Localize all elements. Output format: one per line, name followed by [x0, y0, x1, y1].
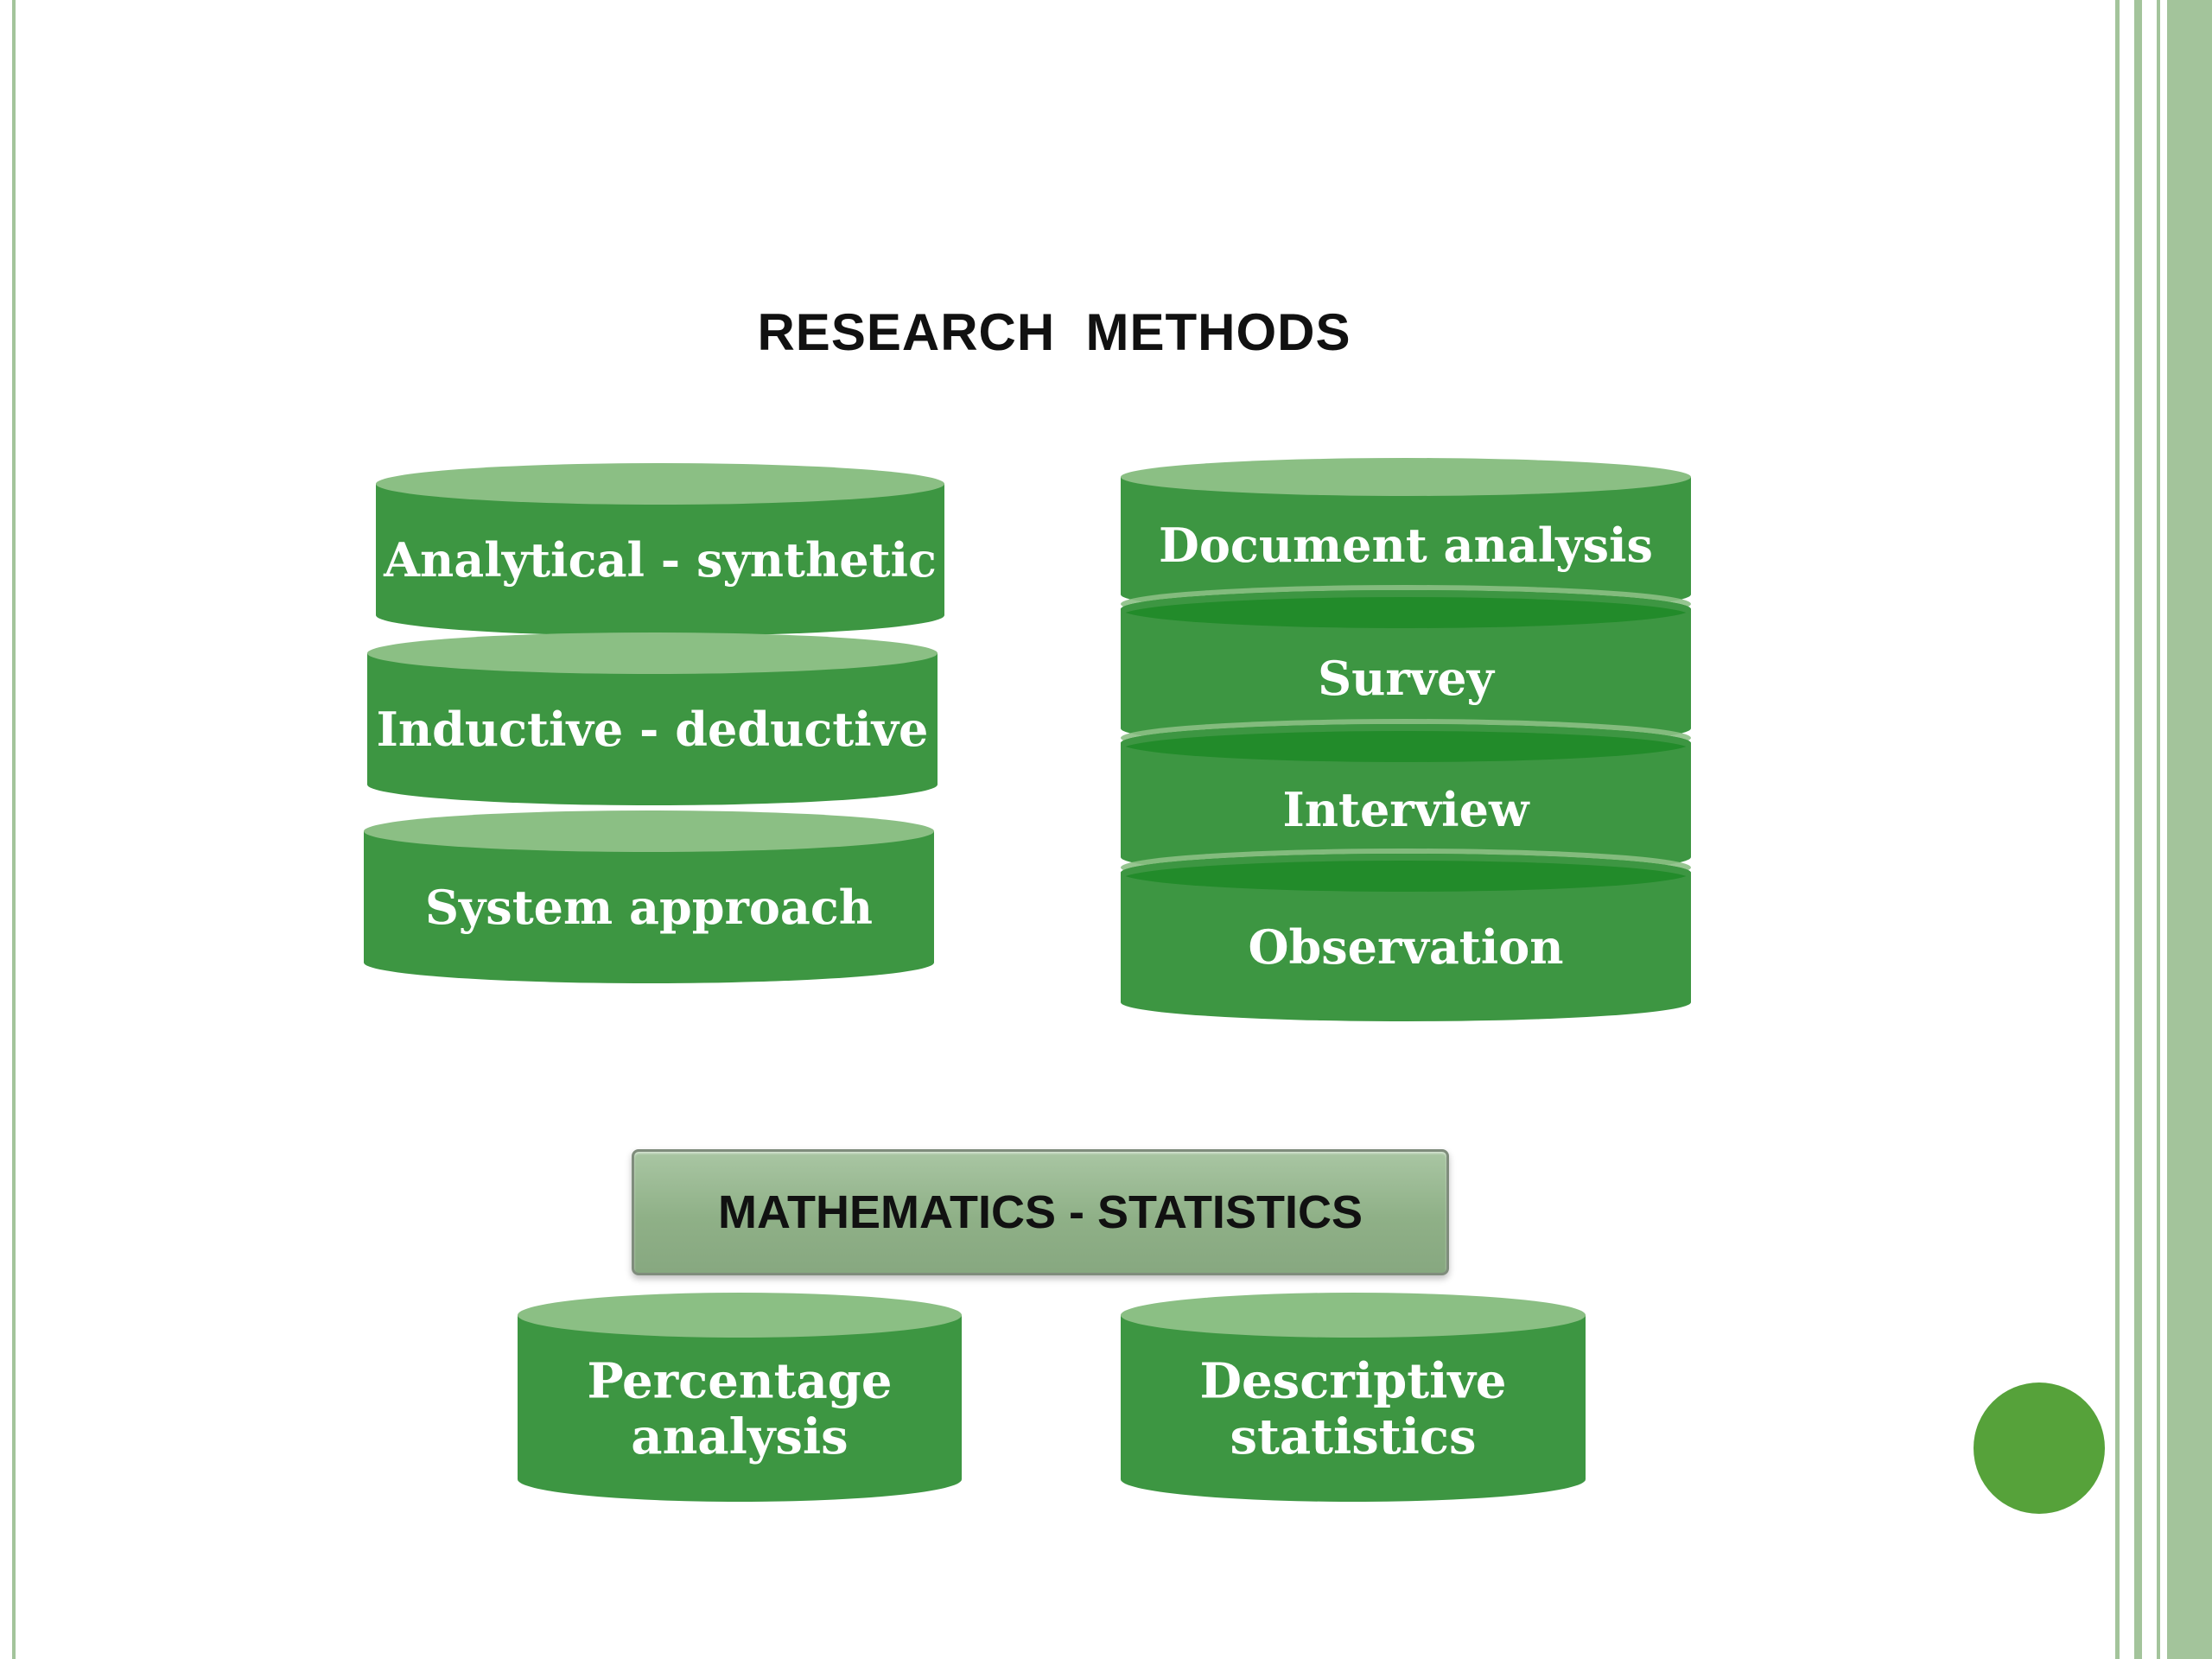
- cylinder-observation-body: [1121, 873, 1691, 1021]
- cylinder-observation-label: Observation: [1248, 919, 1563, 975]
- cylinder-inductive-deductive-label: Inductive - deductive: [377, 702, 929, 757]
- diagram-title: RESEARCH METHODS: [757, 303, 1351, 361]
- cylinder-survey-label: Survey: [1318, 651, 1495, 706]
- cylinder-survey-inner-lip: [1121, 590, 1691, 616]
- cylinder-document-analysis-body: [1121, 477, 1691, 613]
- cylinder-interview-inner-top: [1121, 724, 1691, 762]
- cylinder-observation-inner-top: [1121, 854, 1691, 892]
- right-border-band: [2167, 0, 2212, 1659]
- cylinder-document-analysis-top: [1121, 458, 1691, 496]
- right-border-line-3: [2157, 0, 2160, 1659]
- cylinder-analytical-synthetic-top: [376, 463, 944, 505]
- cylinder-system-approach: System approach: [364, 810, 934, 983]
- cylinder-interview-body: [1121, 743, 1691, 876]
- cylinder-analytical-synthetic-body: [376, 484, 944, 636]
- right-border-line-2: [2134, 0, 2142, 1659]
- cylinder-analytical-synthetic-label: Analytical - synthetic: [383, 532, 937, 588]
- cylinder-system-approach-body: [364, 831, 934, 983]
- cylinder-analytical-synthetic: Analytical - synthetic: [376, 463, 944, 636]
- cylinder-interview-inner-lip: [1121, 724, 1691, 750]
- cylinder-survey: Survey: [1121, 585, 1691, 747]
- right-border-line-1: [2115, 0, 2120, 1659]
- cylinder-interview: Interview: [1121, 719, 1691, 876]
- cylinder-interview-label: Interview: [1282, 782, 1530, 837]
- cylinder-document-analysis-label: Document analysis: [1159, 518, 1653, 573]
- cylinder-inductive-deductive: Inductive - deductive: [367, 632, 938, 805]
- cylinder-observation-inner-lip: [1121, 854, 1691, 880]
- cylinder-survey-body: [1121, 609, 1691, 747]
- cylinder-percentage-analysis-label-2: analysis: [631, 1408, 848, 1465]
- cylinder-percentage-analysis-label-1: Percentage: [587, 1352, 892, 1409]
- cylinder-system-approach-label: System approach: [425, 880, 873, 935]
- cylinder-descriptive-statistics-label-2: statistics: [1230, 1408, 1476, 1465]
- cylinder-system-approach-top: [364, 810, 934, 852]
- mathematics-statistics-label: MATHEMATICS - STATISTICS: [718, 1186, 1363, 1238]
- cylinder-inductive-deductive-body: [367, 653, 938, 805]
- cylinder-descriptive-statistics-body: [1121, 1315, 1586, 1502]
- mathematics-statistics-box: MATHEMATICS - STATISTICS: [632, 1149, 1449, 1275]
- cylinder-survey-inner-top: [1121, 590, 1691, 628]
- cylinder-descriptive-statistics-top: [1121, 1293, 1586, 1338]
- cylinder-observation: Observation: [1121, 849, 1691, 1021]
- cylinder-document-analysis: Document analysis: [1121, 458, 1691, 613]
- accent-dot-icon: [1974, 1382, 2105, 1514]
- cylinder-percentage-analysis-body: [518, 1315, 962, 1502]
- cylinder-inductive-deductive-top: [367, 632, 938, 674]
- cylinder-percentage-analysis-top: [518, 1293, 962, 1338]
- cylinder-descriptive-statistics-label-1: Descriptive: [1199, 1352, 1506, 1409]
- left-border-line: [12, 0, 16, 1659]
